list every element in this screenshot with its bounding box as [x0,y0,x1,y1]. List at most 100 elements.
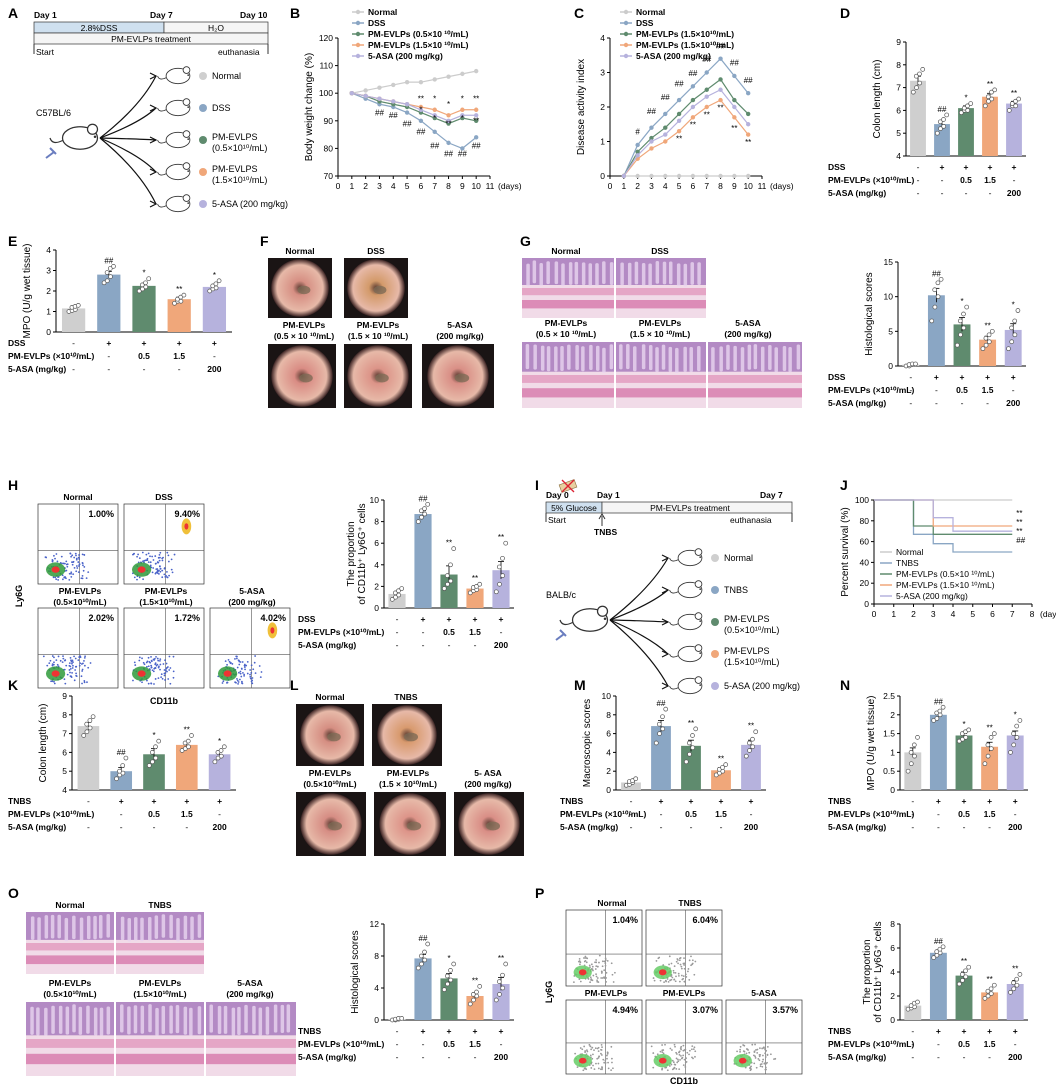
series-line [623,57,749,177]
data-point [1017,972,1023,977]
legend-marker [623,20,629,26]
data-point [467,590,473,596]
event-dot [682,977,685,980]
mouse-ear [694,548,703,556]
bar [167,299,191,332]
event-dot [73,679,76,682]
data-point [172,300,177,306]
crypt [668,346,673,372]
event-dot [55,578,58,581]
series-point [690,104,696,110]
event-dot [65,563,68,566]
condition-row-label: TNBS [298,1026,321,1036]
data-point [986,339,992,345]
crypt [768,344,772,371]
event-dot [81,574,84,577]
condition-row-value: 0.5 [960,175,972,185]
event-dot [684,1066,687,1068]
event-dot [132,679,134,682]
mouse-eye [699,652,702,654]
condition-row-value: - [1013,175,1016,185]
event-dot [684,973,687,976]
event-dot [159,551,162,554]
data-point [422,506,427,511]
group-label: PM-EVLPS [724,646,770,656]
event-dot [70,659,72,662]
data-point [87,725,93,731]
y-tick-label: 4 [896,151,901,161]
y-tick-label: 80 [860,516,870,526]
y-tick-label: 110 [319,61,333,71]
data-point [399,586,405,591]
group-label: 5-ASA (200 mg/kg) [212,199,288,209]
event-dot [682,962,685,965]
data-point [448,968,453,973]
group-mouse-icon [669,612,703,631]
bar [929,952,947,1020]
crypt [44,915,49,939]
image-label: DSS [367,246,385,256]
condition-row-label: PM-EVLPs (×10¹⁰/mL) [828,1039,914,1049]
event-dot [70,675,73,678]
event-dot [682,1064,685,1067]
data-point [693,726,699,732]
lumen-center [299,373,313,383]
condition-row-value: - [937,1052,940,1062]
condition-row-value: - [422,627,425,637]
y-tick-label: 15 [884,257,894,267]
group-label: Normal [724,553,753,563]
crypt [753,344,758,370]
crypt [237,1006,241,1035]
crypt [286,1004,291,1033]
condition-row-value: + [987,796,992,806]
data-point [983,335,989,341]
event-dot [159,565,161,568]
endoscopy-image [296,792,366,856]
data-point [175,296,180,302]
event-dot [691,963,694,966]
event-dot [749,1066,752,1069]
crypt [265,1006,270,1035]
syringe-icon [45,147,57,159]
data-point [114,776,119,782]
condition-row-value: - [917,175,920,185]
y-tick-label: 7 [62,729,67,739]
event-dot [249,669,252,671]
condition-row-value: - [988,1052,991,1062]
event-dot [595,959,598,961]
condition-row-value: - [1012,385,1015,395]
data-point [941,117,946,122]
event-dot [138,557,141,560]
bar [958,108,974,156]
event-dot [668,1065,671,1067]
event-dot [69,671,71,674]
condition-row-value: - [107,364,110,374]
crypt [726,344,730,370]
group-label: (0.5×10¹⁰/mL) [212,143,267,153]
gate-percentage: 3.57% [772,1005,798,1015]
condition-row-value: + [142,338,147,348]
series-point [718,97,723,103]
condition-row-label: 5-ASA (mg/kg) [560,822,618,832]
positive-peak [184,523,189,530]
crypt [740,347,745,373]
crypt [176,917,180,942]
serosa-layer [116,1053,204,1065]
x-tick-label: 5 [405,181,410,191]
event-dot [78,563,81,566]
panel-letter: J [840,477,848,493]
y-tick-label: 100 [319,88,333,98]
data-point [396,588,401,594]
event-dot [159,659,161,662]
condition-row-value: - [630,809,633,819]
event-dot [172,655,175,658]
event-dot [70,571,73,574]
lumen-center [406,821,422,831]
data-point [991,982,997,988]
data-point [686,740,692,746]
condition-row-label: DSS [298,614,316,624]
significance-label: ** [472,976,478,985]
event-dot [154,555,157,557]
crypt [568,262,573,285]
